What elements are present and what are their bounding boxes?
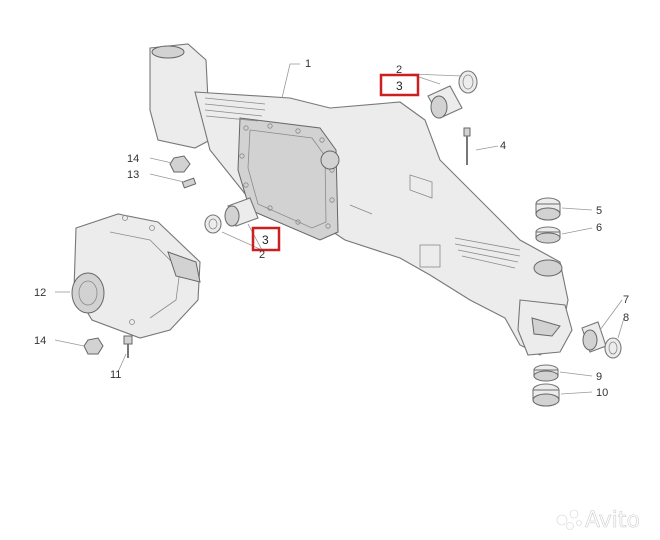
- watermark-text: Avito: [585, 508, 640, 533]
- highlight-box-upper: [379, 73, 420, 97]
- avito-logo-icon: [556, 509, 582, 530]
- ring-6: [535, 226, 561, 244]
- pin-13: [181, 177, 197, 189]
- flange-bolt-holes: [239, 123, 335, 229]
- callout-3-lower: 3: [262, 233, 269, 247]
- callout-4: 4: [500, 140, 506, 152]
- ring-9: [533, 364, 559, 382]
- callout-9: 9: [596, 371, 602, 383]
- callout-2-lower: 2: [259, 249, 265, 261]
- callout-14-lower: 14: [34, 335, 46, 347]
- callout-6: 6: [596, 222, 602, 234]
- callout-1: 1: [305, 58, 311, 70]
- nut-14-upper: [169, 155, 191, 173]
- avito-watermark: Avito: [556, 508, 640, 533]
- ring-8: [604, 337, 622, 359]
- callout-10: 10: [596, 387, 608, 399]
- callout-11: 11: [110, 369, 121, 381]
- callout-12: 12: [34, 287, 46, 299]
- callout-13: 13: [127, 169, 139, 181]
- leader-lines: [54, 63, 625, 395]
- differential-housing: [71, 213, 201, 339]
- axle-housing: [149, 43, 573, 356]
- callout-2: 2: [396, 64, 402, 76]
- callout-8: 8: [623, 312, 629, 324]
- bolt-11: [123, 335, 133, 358]
- nut-14-lower: [83, 337, 104, 355]
- callout-labels: 1 2 3 3 4 5 6 7 8 9 10 11 12 13 14 14 2: [34, 58, 629, 399]
- bushing-upper: [427, 70, 478, 119]
- callout-5: 5: [596, 205, 602, 217]
- bearing-5: [535, 197, 561, 221]
- bushing-lower: [204, 197, 259, 234]
- sensor-pin: [463, 127, 471, 165]
- highlight-box-lower: [251, 226, 281, 252]
- callout-14-upper: 14: [127, 153, 139, 165]
- callout-3-upper: 3: [396, 79, 403, 93]
- callout-7: 7: [623, 294, 629, 306]
- bearing-10: [532, 383, 560, 407]
